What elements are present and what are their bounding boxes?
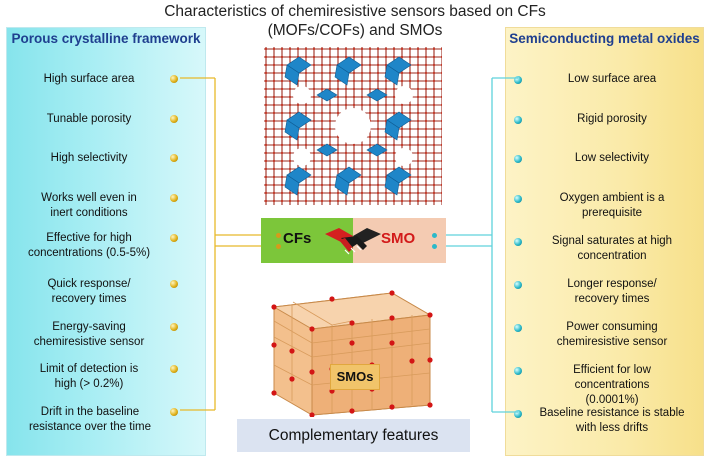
bullet-icon (276, 244, 281, 249)
cf-item-4: Works well even in inert conditions (41, 192, 137, 219)
bullet-icon (170, 75, 178, 83)
smo-crystal-image (271, 290, 433, 417)
bullet-icon (170, 280, 178, 288)
bullet-icon (170, 408, 178, 416)
bullet-icon (514, 155, 522, 163)
cf-item-6: Quick response/ recovery times (47, 278, 131, 305)
bullet-icon (170, 365, 178, 373)
bullet-icon (432, 244, 437, 249)
cf-panel-title: Porous crystalline framework (11, 31, 201, 46)
cf-item-2: Tunable porosity (46, 113, 132, 125)
smo-item-6: Longer response/ recovery times (567, 278, 657, 305)
bullet-icon (170, 323, 178, 331)
complementary-features-label: Complementary features (237, 419, 470, 452)
bullet-icon (170, 234, 178, 242)
cf-item-8: Limit of detection is high (> 0.2%) (39, 363, 139, 390)
cf-badge: CFs (261, 218, 353, 263)
smo-item-1: Low surface area (567, 73, 657, 85)
smo-panel: Semiconducting metal oxides Low surface … (505, 27, 704, 456)
bullet-icon (514, 116, 522, 124)
smos-label: SMOs (330, 364, 380, 390)
figure-title: Characteristics of chemiresistive sensor… (164, 3, 546, 39)
bullet-icon (170, 115, 178, 123)
smo-item-9: Baseline resistance is stable with less … (539, 407, 685, 434)
bullet-icon (514, 281, 522, 289)
smo-label: SMO (381, 230, 416, 247)
smo-item-5: Signal saturates at high concentration (551, 235, 673, 262)
bullet-icon (514, 238, 522, 246)
cf-panel: Porous crystalline framework High surfac… (6, 27, 206, 456)
mof-structure-image (264, 47, 442, 205)
bullet-icon (514, 410, 522, 418)
cf-item-7: Energy-saving chemiresistive sensor (33, 321, 145, 348)
bullet-icon (276, 233, 281, 238)
cf-item-3: High selectivity (50, 152, 128, 164)
bullet-icon (432, 233, 437, 238)
handshake-icon (325, 228, 381, 255)
cf-item-9: Drift in the baseline resistance over th… (28, 406, 152, 433)
smo-item-2: Rigid porosity (577, 113, 647, 125)
bullet-icon (514, 76, 522, 84)
bullet-icon (514, 195, 522, 203)
bullet-icon (514, 324, 522, 332)
smo-item-3: Low selectivity (574, 152, 650, 164)
cf-item-1: High surface area (43, 73, 135, 85)
smo-item-7: Power consuming chemiresistive sensor (556, 321, 668, 348)
smo-badge: SMO (353, 218, 446, 263)
smo-panel-title: Semiconducting metal oxides (509, 31, 700, 46)
cf-item-5: Effective for high concentrations (0.5-5… (27, 232, 151, 259)
smo-item-4: Oxygen ambient is a prerequisite (559, 192, 665, 219)
smo-item-8: Efficient for low concentrations (0.0001… (573, 364, 651, 406)
cf-label: CFs (283, 230, 312, 247)
bullet-icon (170, 154, 178, 162)
bullet-icon (170, 194, 178, 202)
bullet-icon (514, 367, 522, 375)
